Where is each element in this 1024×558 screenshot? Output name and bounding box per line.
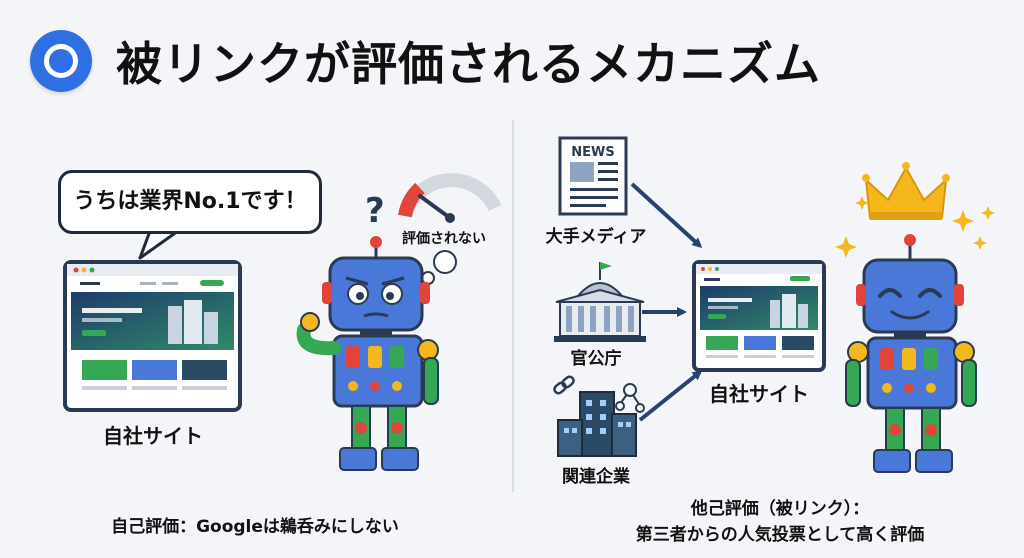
link-chain-icon: [553, 375, 575, 395]
left-caption: 自己評価：Googleは鵜呑みにしない: [111, 517, 399, 537]
source-label-government: 官公庁: [570, 349, 622, 369]
thinking-robot: [296, 236, 439, 471]
gauge-icon: [398, 173, 502, 223]
left-site-label: 自社サイト: [103, 424, 203, 448]
right-caption-line2: 第三者からの人気投票として高く評価: [635, 525, 925, 545]
page-title: 被リンクが評価されるメカニズム: [116, 37, 821, 91]
question-mark-icon: ?: [365, 191, 385, 231]
robot-note-label: 評価されない: [402, 231, 486, 247]
right-caption-line1: 他己評価（被リンク）：: [690, 499, 870, 519]
office-building-icon: [557, 391, 637, 457]
arrow-media-to-site: [630, 182, 703, 249]
government-building-icon: [554, 262, 646, 342]
title-circle-icon: [30, 30, 92, 92]
happy-robot: [845, 234, 977, 473]
right-site-label: 自社サイト: [709, 382, 809, 406]
center-divider: [512, 120, 514, 492]
arrow-company-to-site: [638, 370, 703, 422]
sparkle-icon: [835, 196, 995, 258]
network-nodes-icon: [615, 383, 645, 413]
source-label-media: 大手メディア: [545, 227, 647, 247]
speech-bubble-text: うちは業界No.1です！: [73, 189, 307, 214]
crown-icon: [862, 162, 950, 220]
newspaper-badge: NEWS: [571, 145, 614, 160]
left-website-mockup: [63, 260, 242, 412]
source-label-company: 関連企業: [562, 467, 630, 487]
right-website-mockup: [692, 260, 826, 372]
newspaper-icon: [558, 136, 628, 216]
speech-bubble: [58, 170, 322, 234]
